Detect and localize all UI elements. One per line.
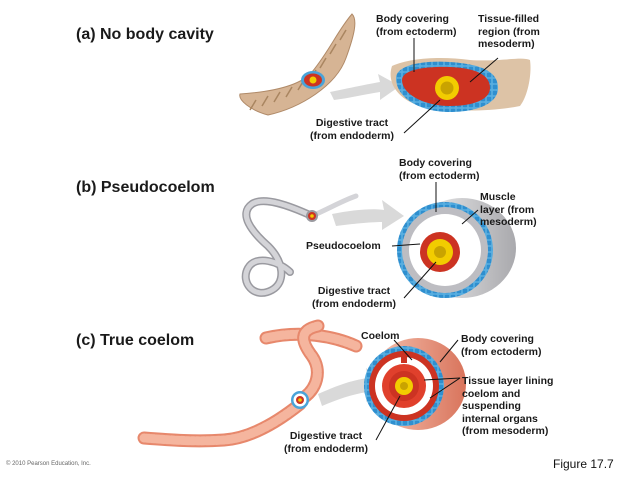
arrow-b [332, 200, 404, 230]
label-c-tissue-layer: Tissue layer lining coelom and suspendin… [462, 375, 554, 437]
flatworm-cross-section [390, 58, 531, 112]
copyright-notice: © 2010 Pearson Education, Inc. [6, 461, 91, 467]
label-b-body-covering: Body covering (from ectoderm) [399, 157, 480, 182]
label-a-digestive: Digestive tract (from endoderm) [310, 117, 394, 142]
leader-lines [375, 38, 499, 441]
label-b-digestive: Digestive tract (from endoderm) [312, 285, 396, 310]
panel-c-title: (c) True coelom [76, 332, 195, 349]
flatworm-cross-section-small [301, 71, 325, 89]
earthworm-cross-section-small [291, 391, 309, 409]
figure-label: Figure 17.7 [553, 457, 614, 471]
arrow-a [330, 74, 400, 100]
label-a-tissue-filled: Tissue-filled region (from mesoderm) [478, 13, 540, 50]
label-a-body-covering: Body covering (from ectoderm) [376, 13, 457, 38]
true-coelom-cross-section [364, 338, 466, 430]
flatworm [239, 13, 356, 116]
earthworm [137, 319, 363, 448]
label-c-body-covering: Body covering (from ectoderm) [461, 333, 542, 358]
nematode-cross-section-small [306, 210, 318, 222]
label-b-pseudocoelom: Pseudocoelom [306, 240, 381, 252]
label-b-muscle: Muscle layer (from mesoderm) [480, 191, 537, 228]
label-c-digestive: Digestive tract (from endoderm) [284, 430, 368, 455]
pseudocoelom-cross-section [397, 198, 516, 298]
panel-b-title: (b) Pseudocoelom [76, 179, 215, 196]
label-c-coelom: Coelom [361, 330, 400, 342]
panel-a-title: (a) No body cavity [76, 26, 214, 43]
